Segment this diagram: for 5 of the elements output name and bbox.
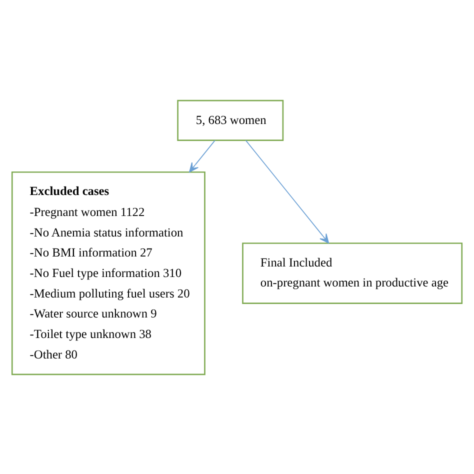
- node-box: 5, 683 women: [177, 99, 284, 140]
- arrow: [245, 140, 330, 243]
- arrow: [189, 140, 216, 172]
- node-box: Excluded cases -Pregnant women 1122 -No Anemia status information -No BMI information 27 -No Fuel type information 310 -Medium polluting fuel users 20 -Water source unknown 9 -Toilet type unknown 38 -Other 80: [11, 170, 206, 375]
- node-box: Final Included on-pregnant women in productive age: [242, 242, 463, 304]
